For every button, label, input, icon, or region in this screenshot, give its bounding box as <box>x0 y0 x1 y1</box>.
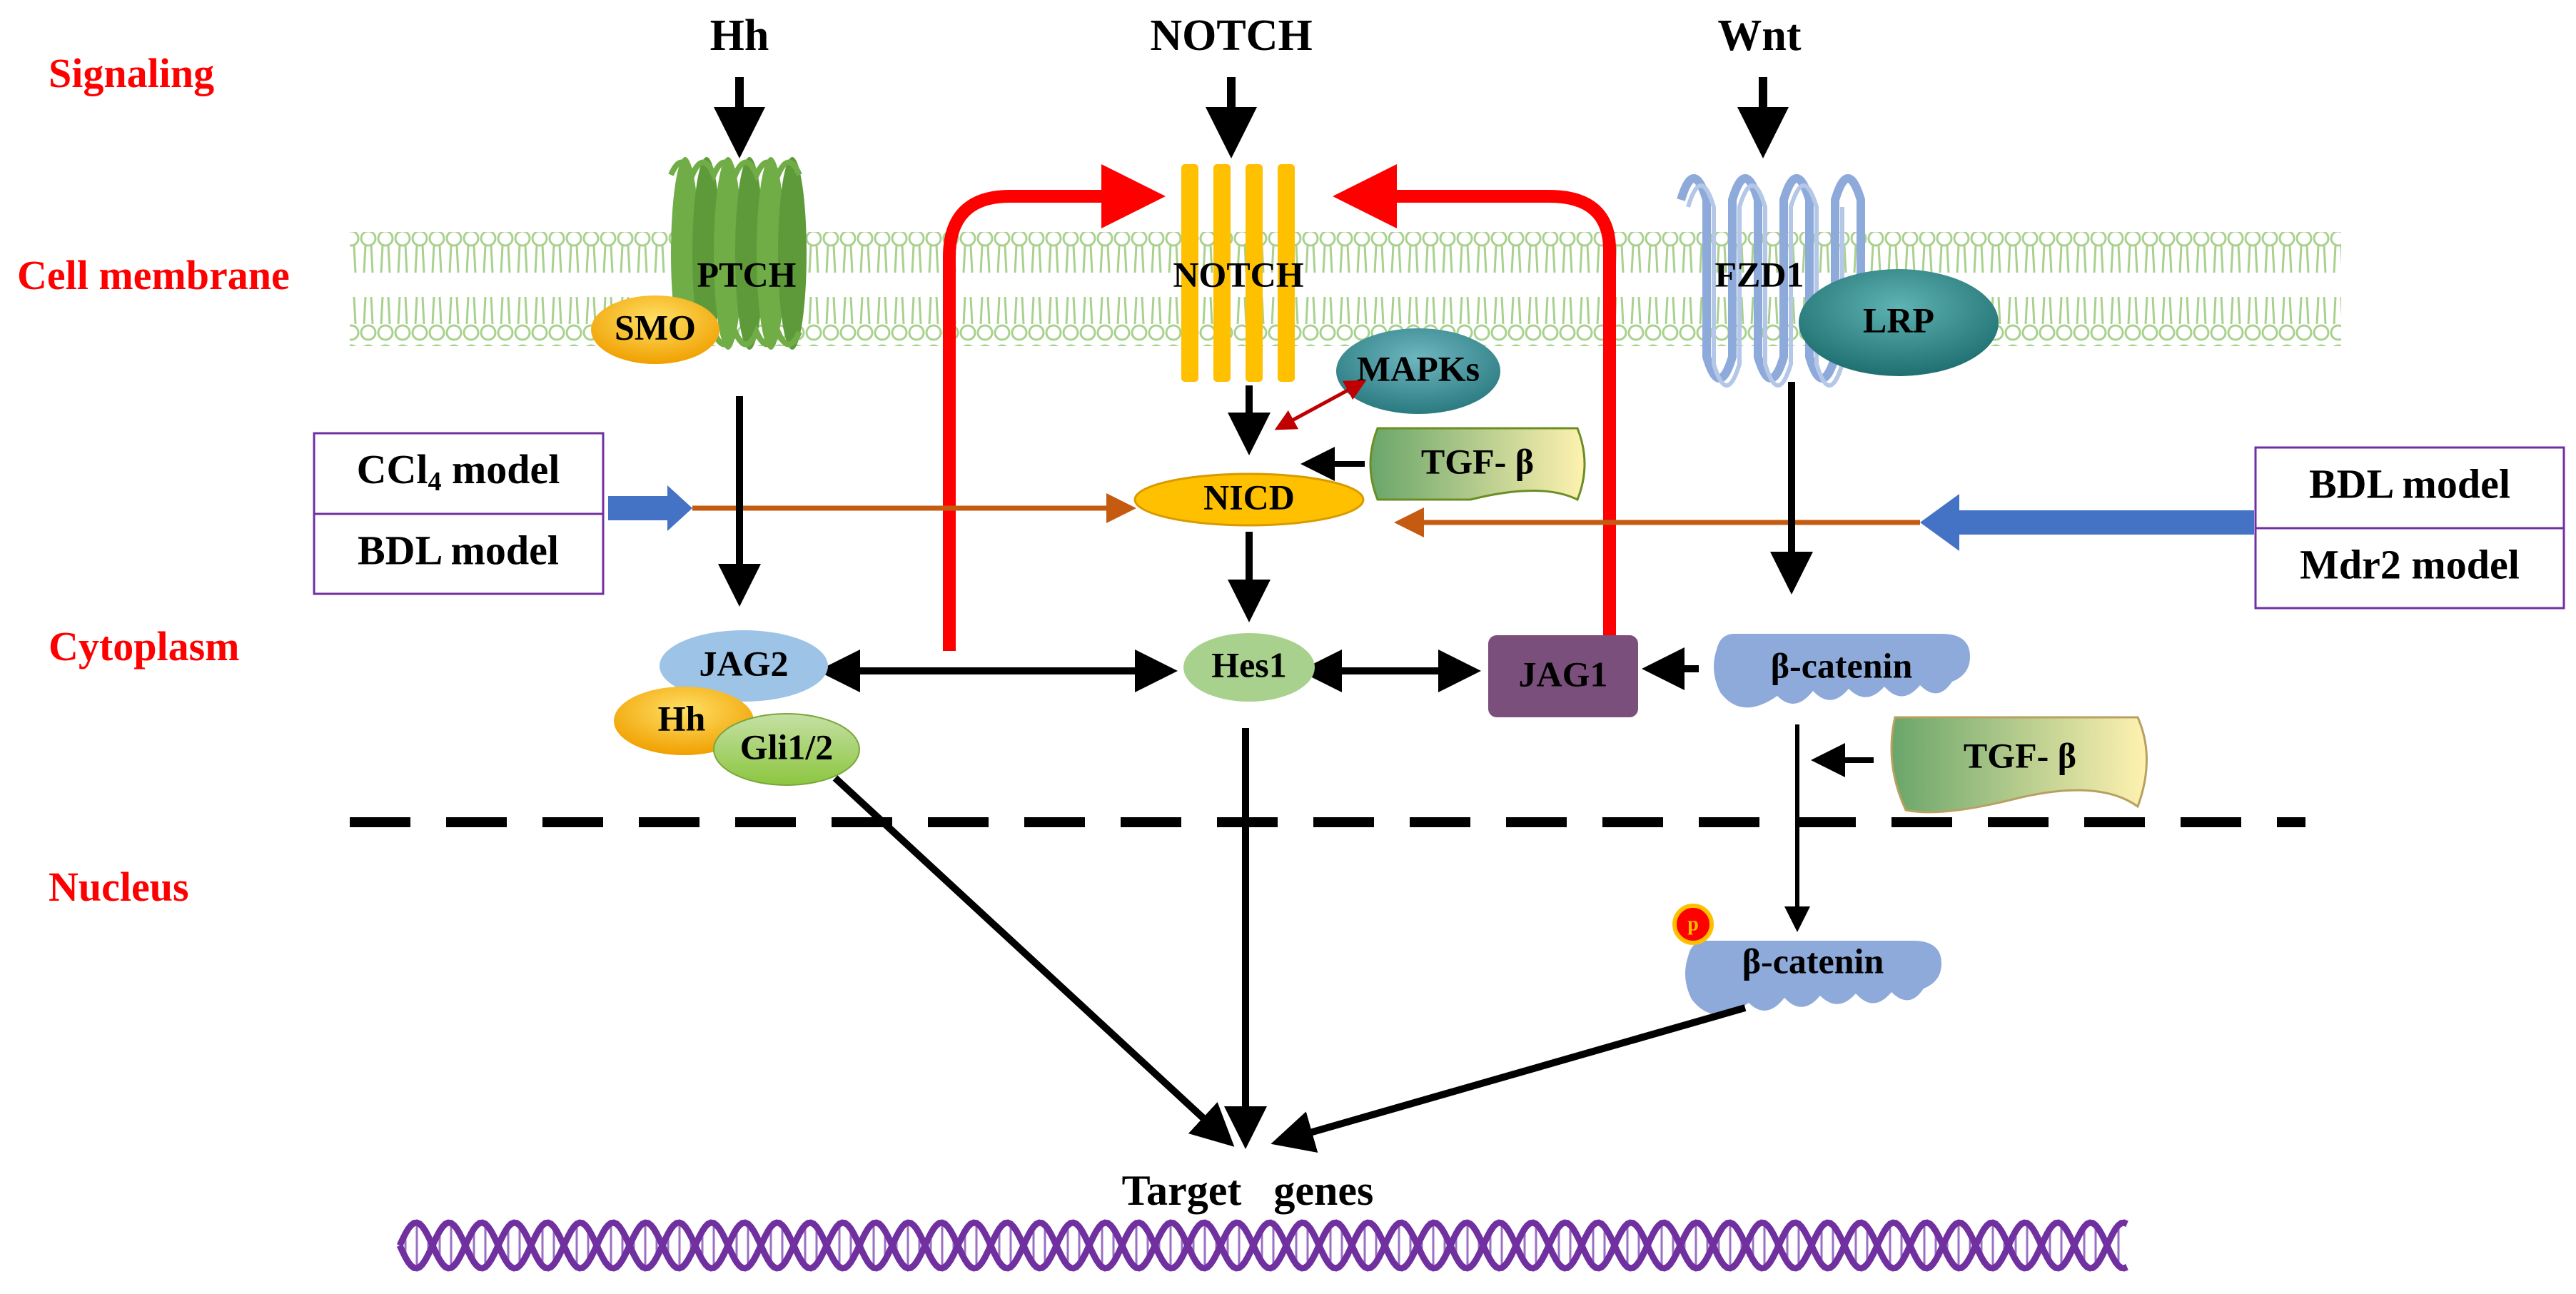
dna-helix-icon <box>396 1219 2128 1272</box>
notch-receptor-label: NOTCH <box>1173 254 1303 294</box>
beta-catenin-icon <box>1714 634 1970 708</box>
beta-catenin-nuclear-icon <box>1685 941 1941 1015</box>
dna-strand <box>396 1219 2128 1272</box>
beta-catenin-nuclear-label: β-catenin <box>1742 941 1884 981</box>
jag2-icon <box>660 630 828 702</box>
right-models-box <box>2254 446 2565 610</box>
beta-catenin-label: β-catenin <box>1771 645 1913 685</box>
region-label-signaling: Signaling <box>49 50 214 96</box>
jag1-icon <box>1488 635 1638 717</box>
gli-icon <box>713 713 860 786</box>
signal-notch-label: NOTCH <box>1150 11 1312 60</box>
lrp-icon <box>1799 269 1999 376</box>
mapks-icon <box>1336 328 1500 414</box>
tgf-beta-top-label: TGF- β <box>1421 441 1534 481</box>
jag1-label: JAG1 <box>1519 654 1608 694</box>
phosphorylation-label: p <box>1687 913 1699 935</box>
region-label-nucleus: Nucleus <box>49 864 189 910</box>
mapks-label: MAPKs <box>1357 348 1480 388</box>
dna-strand <box>396 1219 2128 1272</box>
bdl-model-right-label: BDL model <box>2309 460 2510 507</box>
jag2-label: JAG2 <box>699 643 789 683</box>
region-label-cytoplasm: Cytoplasm <box>49 623 239 669</box>
ccl4-model-label: CCl4 model <box>357 446 560 496</box>
signal-wnt-label: Wnt <box>1717 11 1801 60</box>
left-models-box <box>313 432 605 595</box>
fzd1-label: FZD1 <box>1715 254 1804 294</box>
ptch-label: PTCH <box>697 254 797 294</box>
hes1-label: Hes1 <box>1211 645 1287 684</box>
hh-nuclear-label: Hh <box>658 698 706 738</box>
mdr2-model-label: Mdr2 model <box>2300 541 2520 587</box>
hes1-icon <box>1183 633 1315 702</box>
notch-receptor-icon <box>1181 164 1295 382</box>
red-feedback-arrow-jag2-to-notch <box>943 164 1166 651</box>
tgf-beta-top-icon <box>1369 427 1586 502</box>
lrp-label: LRP <box>1863 300 1934 340</box>
tgf-beta-bottom-label: TGF- β <box>1964 735 2076 775</box>
nicd-label: NICD <box>1203 477 1295 517</box>
signal-hh-label: Hh <box>710 11 769 60</box>
red-feedback-arrow-jag1-to-notch <box>1333 164 1616 637</box>
region-label-cell-membrane: Cell membrane <box>17 252 290 298</box>
bdl-model-left-label: BDL model <box>358 527 559 573</box>
smo-label: SMO <box>615 307 696 347</box>
right-model-arrow <box>1920 494 2254 551</box>
target-genes-label: Target genes <box>1122 1167 1374 1214</box>
smo-icon <box>591 295 719 364</box>
arrow-nicd-mapks <box>1274 380 1367 430</box>
phosphorylation-icon <box>1672 904 1714 945</box>
left-model-arrow <box>608 485 692 531</box>
gli-label: Gli1/2 <box>740 727 834 767</box>
arrow-beta-catenin-to-target-genes <box>1271 1004 1747 1153</box>
ptch-receptor-icon <box>668 157 807 350</box>
arrow-gli-to-target-genes <box>832 775 1235 1147</box>
tgf-beta-bottom-icon <box>1890 716 2148 814</box>
